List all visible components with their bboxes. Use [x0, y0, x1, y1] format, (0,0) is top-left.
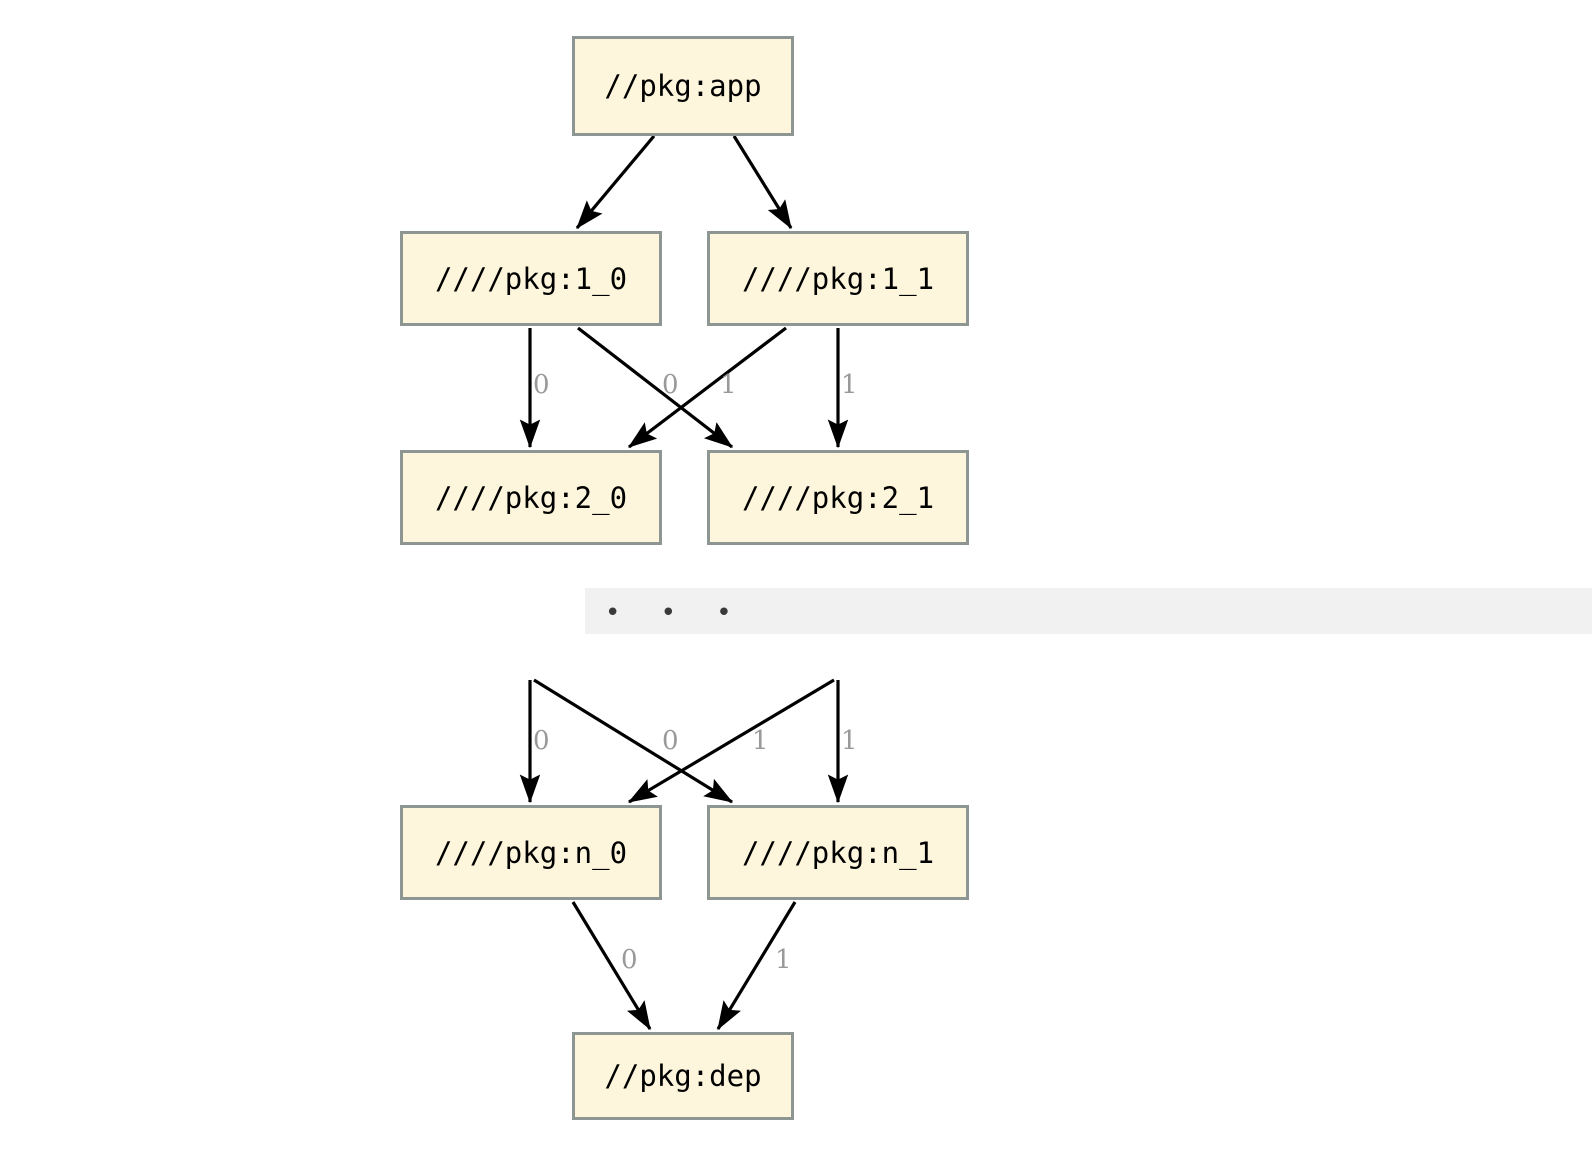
node-app[interactable]: //pkg:app: [572, 36, 794, 136]
ellipsis-dots: • • •: [605, 598, 748, 628]
edge-label-y-n_0: 1: [752, 726, 769, 756]
edge-n_1-dep: [716, 901, 797, 1031]
node-label: ////pkg:1_0: [434, 261, 628, 296]
edge-label-n_0-dep: 0: [621, 945, 638, 975]
edge-label-y-n_1: 1: [841, 726, 858, 756]
edge-app-1_0: [575, 134, 656, 230]
edge-label-1_1-2_0: 1: [720, 370, 737, 400]
edge-n_0-dep: [571, 901, 652, 1031]
ellipsis-band: • • •: [585, 588, 1592, 634]
node-label: //pkg:dep: [604, 1059, 762, 1093]
node-label: //pkg:app: [604, 69, 762, 103]
node-nn_1[interactable]: ////pkg:n_1: [707, 805, 969, 900]
node-n2_0[interactable]: ////pkg:2_0: [400, 450, 662, 545]
edge-y-n_0: [627, 678, 835, 804]
edge-lines: [519, 134, 849, 1031]
edge-app-1_1: [732, 135, 793, 230]
node-n2_1[interactable]: ////pkg:2_1: [707, 450, 969, 545]
node-label: ////pkg:n_0: [434, 835, 628, 870]
edge-label-1_0-2_0: 0: [533, 370, 550, 400]
node-n1_1[interactable]: ////pkg:1_1: [707, 231, 969, 326]
node-label: ////pkg:1_1: [741, 261, 935, 296]
edge-label-1_0-2_1: 0: [662, 370, 679, 400]
edge-1_1-2_0: [627, 326, 787, 449]
edge-x-n_1: [533, 678, 734, 804]
edge-label-n_1-dep: 1: [775, 945, 792, 975]
edge-label-x-n_1: 0: [662, 726, 679, 756]
node-nn_0[interactable]: ////pkg:n_0: [400, 805, 662, 900]
edge-label-1_1-2_1: 1: [841, 370, 858, 400]
node-label: ////pkg:2_0: [434, 480, 628, 515]
node-label: ////pkg:n_1: [741, 835, 935, 870]
edge-label-x-n_0: 0: [533, 726, 550, 756]
node-label: ////pkg:2_1: [741, 480, 935, 515]
node-dep[interactable]: //pkg:dep: [572, 1032, 794, 1120]
node-n1_0[interactable]: ////pkg:1_0: [400, 231, 662, 326]
edge-1_0-2_1: [577, 326, 734, 449]
